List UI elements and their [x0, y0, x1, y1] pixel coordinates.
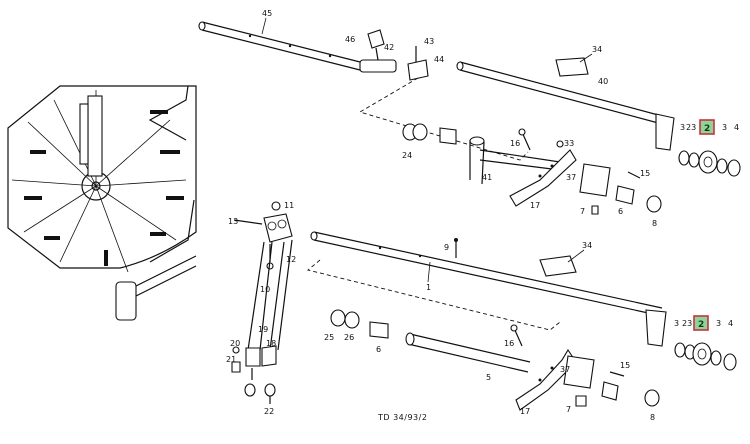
- label-8-upper: 8: [652, 219, 657, 228]
- highlight-box-2-upper: [699, 119, 715, 135]
- label-12: 12: [286, 255, 296, 264]
- label-42: 42: [384, 43, 394, 52]
- label-23-lower: 23: [682, 319, 692, 328]
- label-16-upper: 16: [510, 139, 520, 148]
- drawing-code: TD 34/93/2: [377, 413, 427, 422]
- label-37-lower: 37: [560, 365, 570, 374]
- label-22: 22: [264, 407, 274, 416]
- label-41: 41: [482, 173, 492, 182]
- shaft-40: [456, 61, 663, 125]
- plate-34: [555, 57, 589, 77]
- tube-41: [469, 136, 561, 185]
- label-43: 43: [424, 37, 434, 46]
- label-26: 26: [344, 333, 354, 342]
- nut-top: [271, 201, 281, 211]
- washer-26: [344, 311, 360, 329]
- sleeve-6-upper: [615, 185, 635, 205]
- washer-23-upper: [688, 152, 700, 168]
- label-23-upper: 23: [686, 123, 696, 132]
- spring-linkage: 11 13 12 10 19 18 20 21 22: [226, 201, 296, 416]
- label-3-lower-a: 3: [674, 319, 679, 328]
- label-20: 20: [230, 339, 240, 348]
- label-25: 25: [324, 333, 334, 342]
- crank-arm-lower: [645, 309, 667, 347]
- bracket-17-upper: [509, 149, 577, 207]
- label-3-upper-b: 3: [722, 123, 727, 132]
- label-15-lower: 15: [620, 361, 630, 370]
- label-19: 19: [258, 325, 268, 334]
- label-3-upper-a: 3: [680, 123, 685, 132]
- label-46: 46: [345, 35, 355, 44]
- label-5: 5: [486, 373, 491, 382]
- label-37-upper: 37: [566, 173, 576, 182]
- label-33: 33: [564, 139, 574, 148]
- cap-4-lower: [723, 353, 737, 371]
- label-1: 1: [426, 283, 431, 292]
- clevis-18: [261, 345, 277, 367]
- label-44: 44: [434, 55, 444, 64]
- washer-3-lower-a: [674, 342, 686, 358]
- bracket-17-lower: [515, 348, 577, 411]
- label-16-lower: 16: [504, 339, 514, 348]
- label-8-lower: 8: [650, 413, 655, 422]
- label-6-lower: 6: [376, 345, 381, 354]
- label-34-upper: 34: [592, 45, 602, 54]
- fork-part-46: [367, 29, 385, 61]
- gear-2-lower: [692, 342, 712, 366]
- label-34-lower: 34: [582, 241, 592, 250]
- washer-24b: [412, 123, 428, 141]
- mount-37-lower: [563, 355, 595, 389]
- upper-assembly: 45 46 42 43 44 34 40 24: [198, 9, 741, 228]
- label-11: 11: [284, 201, 294, 210]
- label-2-lower: 2: [698, 320, 704, 330]
- label-4-upper: 4: [734, 123, 739, 132]
- label-40: 40: [598, 77, 608, 86]
- label-6-upper: 6: [618, 207, 623, 216]
- label-10: 10: [260, 285, 270, 294]
- label-7-lower: 7: [566, 405, 571, 414]
- label-21: 21: [226, 355, 236, 364]
- label-15-upper: 15: [640, 169, 650, 178]
- bushing-upper: [439, 127, 457, 145]
- label-17-upper: 17: [530, 201, 540, 210]
- washer-3-upper-a: [678, 150, 690, 166]
- washer-3-lower-b: [710, 350, 722, 366]
- tube-5: [405, 332, 531, 373]
- gear-2-upper: [698, 150, 718, 174]
- label-7-upper: 7: [580, 207, 585, 216]
- mount-37-upper: [579, 163, 611, 197]
- shaft-45: [198, 21, 361, 71]
- label-2-upper: 2: [704, 124, 710, 134]
- plate-34-lower: [539, 255, 577, 277]
- label-45: 45: [262, 9, 272, 18]
- rotor-overview-inset: [7, 85, 197, 321]
- label-3-lower-b: 3: [716, 319, 721, 328]
- coupler-42: [359, 59, 397, 73]
- label-17-lower: 17: [520, 407, 530, 416]
- label-9: 9: [444, 243, 449, 252]
- label-24: 24: [402, 151, 412, 160]
- label-4-lower: 4: [728, 319, 733, 328]
- bushing-6-lower: [369, 321, 389, 339]
- crank-arm-upper: [655, 113, 675, 151]
- washer-3-upper-b: [716, 158, 728, 174]
- washer-8-lower: [644, 389, 660, 407]
- lower-assembly: 9 1 34 25 26 6 5 16: [307, 231, 737, 422]
- cap-4-upper: [727, 159, 741, 177]
- clamp-44: [407, 59, 429, 81]
- washer-25: [330, 309, 346, 327]
- label-18: 18: [266, 339, 276, 348]
- shaft-1: [310, 231, 663, 317]
- label-13: 13: [228, 217, 238, 226]
- highlight-box-2-lower: [693, 315, 709, 331]
- washer-8-upper: [646, 195, 662, 213]
